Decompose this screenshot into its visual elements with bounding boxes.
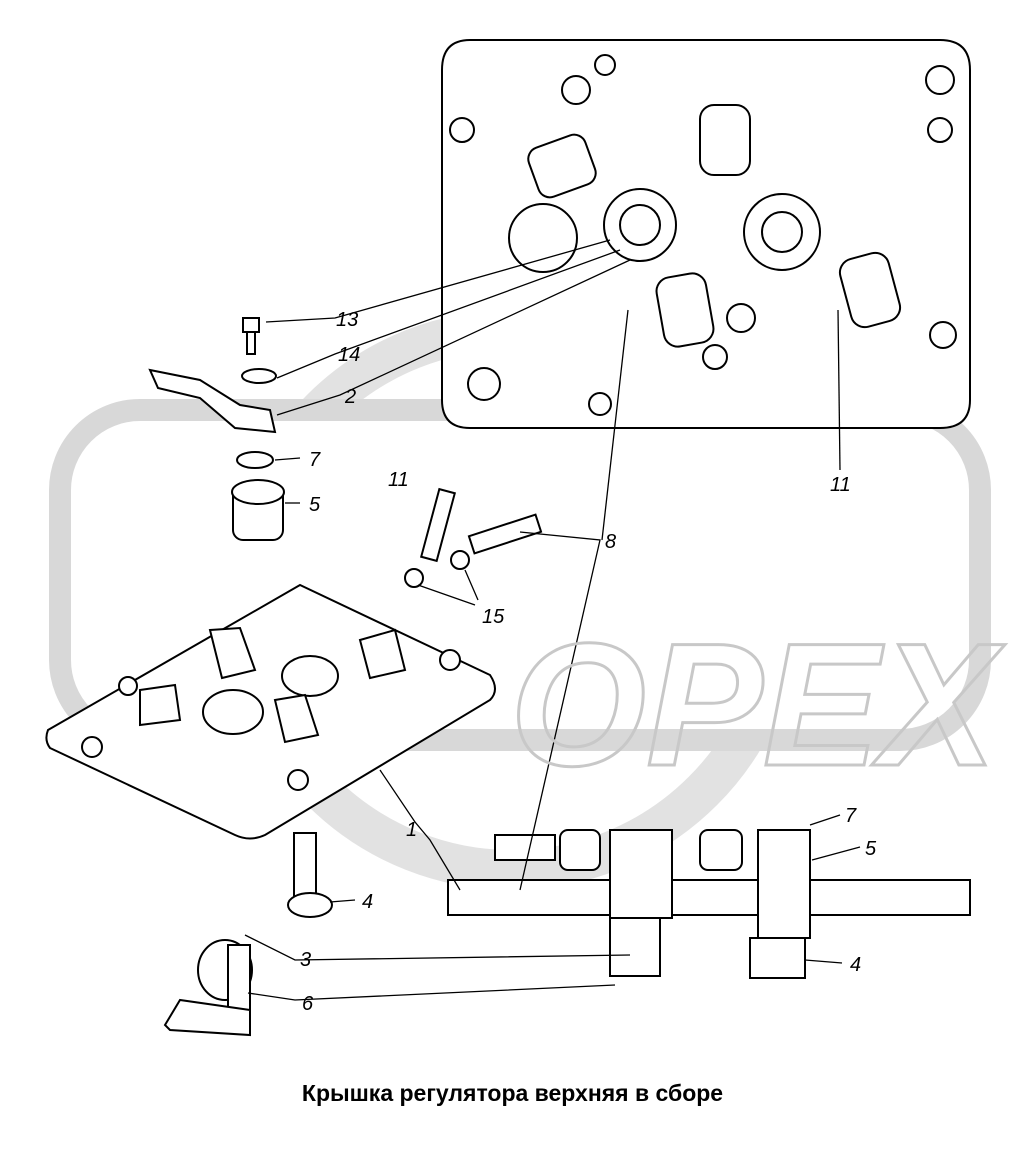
callout-11: 11 [388,469,409,491]
callout-15: 15 [482,606,505,628]
callout-2: 2 [344,386,356,408]
callout-11-right: 11 [830,474,851,496]
leader-lines [244,239,861,1001]
callout-7: 7 [309,449,321,471]
callout-4: 4 [362,891,373,913]
callout-4-section: 4 [850,954,861,976]
callout-5-section: 5 [865,838,877,860]
cross-section-view [447,829,971,979]
callout-1: 1 [406,819,417,841]
callout-6: 6 [302,993,314,1015]
callout-7-section: 7 [845,805,857,827]
callout-14: 14 [338,344,360,366]
callout-3: 3 [300,949,311,971]
diagram-title: Крышка регулятора верхняя в сборе [301,1080,724,1106]
callout-13: 13 [336,309,358,331]
callout-5: 5 [309,494,321,516]
watermark-text: OPEX [510,608,1006,803]
callout-8: 8 [605,531,616,553]
exploded-parts [148,317,543,1037]
upper-cover-plate [441,39,971,429]
lower-cover-plate [45,583,496,840]
